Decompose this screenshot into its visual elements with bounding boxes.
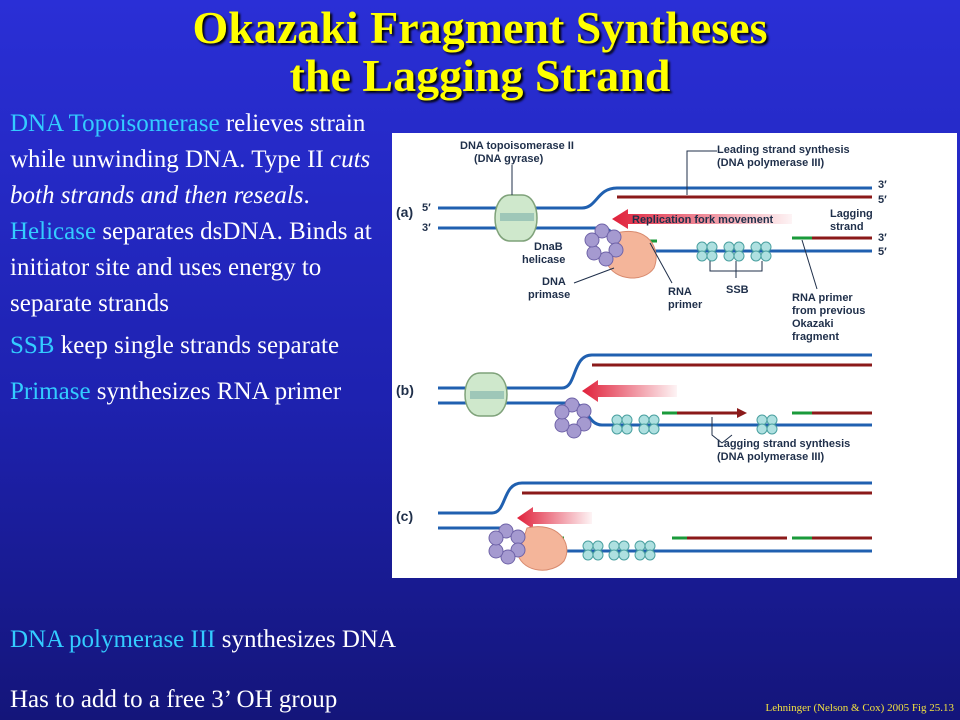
topoisomerase-term: DNA Topoisomerase xyxy=(10,110,220,137)
end-5-a1: 5′ xyxy=(422,202,431,214)
helicase-a xyxy=(584,223,624,267)
new-fragment-arrowhead-b xyxy=(737,408,747,418)
end-5-a3: 5′ xyxy=(878,246,887,258)
primase-term: Primase xyxy=(10,378,91,405)
primase-label-1: DNA xyxy=(542,276,566,288)
replication-figure: (a) 5′ 3′ 3′ 5′ 3′ 5′ Replication fork m… xyxy=(392,133,957,578)
ssb-proteins-b xyxy=(611,414,778,435)
primase-shape-a xyxy=(606,230,657,279)
page-title: Okazaki Fragment Syntheses the Lagging S… xyxy=(0,4,960,100)
polymerase-description: synthesizes DNA xyxy=(215,626,397,653)
rna-primer-label-2: primer xyxy=(668,299,703,311)
end-3-a1: 3′ xyxy=(422,222,431,234)
rna-primer-label-1: RNA xyxy=(668,286,692,298)
gyrase-core-a xyxy=(500,213,534,221)
description-text: DNA Topoisomerase relieves strain while … xyxy=(10,106,380,410)
gyrase-label-2: (DNA gyrase) xyxy=(474,153,544,165)
helicase-paragraph: Helicase separates dsDNA. Binds at initi… xyxy=(10,214,380,322)
leading-leader xyxy=(686,150,717,195)
primase-shape-c xyxy=(517,526,568,571)
topoisomerase-end: . xyxy=(303,182,310,209)
helicase-term: Helicase xyxy=(10,218,97,245)
helicase-b xyxy=(554,397,592,439)
leading-template-a xyxy=(581,186,872,210)
polymerase-line: DNA polymerase III synthesizes DNA xyxy=(10,624,396,656)
panel-b-label: (b) xyxy=(396,382,414,398)
ssb-description: keep single strands separate xyxy=(54,332,340,359)
replication-fork-arrow-c xyxy=(517,507,592,529)
dnab-label-2: helicase xyxy=(522,254,565,266)
replication-fork-label: Replication fork movement xyxy=(632,214,774,226)
gyrase-core-b xyxy=(470,391,504,399)
primase-leader xyxy=(573,267,615,284)
figure-credit: Lehninger (Nelson & Cox) 2005 Fig 25.13 xyxy=(765,702,954,714)
lagsynth-label-1: Lagging strand synthesis xyxy=(717,438,850,450)
leading-template-c xyxy=(491,481,872,515)
primase-label-2: primase xyxy=(528,289,570,301)
free-oh-line: Has to add to a free 3’ OH group xyxy=(10,686,338,713)
topoisomerase-paragraph: DNA Topoisomerase relieves strain while … xyxy=(10,106,380,214)
ssb-paragraph: SSB keep single strands separate xyxy=(10,328,340,364)
lagging-label-1: Lagging xyxy=(830,208,873,220)
rna-primer-leader xyxy=(649,242,673,284)
lagsynth-leader xyxy=(711,417,733,444)
primase-description: synthesizes RNA primer xyxy=(90,378,342,405)
replication-fork-arrow-b xyxy=(582,380,677,402)
leading-template-b xyxy=(561,353,872,390)
ssb-proteins-c xyxy=(582,540,656,561)
leading-label-1: Leading strand synthesis xyxy=(717,144,850,156)
title-line-1: Okazaki Fragment Syntheses xyxy=(192,2,768,53)
helicase-description: separates dsDNA. Binds at initiator site… xyxy=(10,218,372,317)
end-3-a2: 3′ xyxy=(878,179,887,191)
topoisomerase-description: relieves strain while unwinding DNA. Typ… xyxy=(10,110,366,173)
lagsynth-label-2: (DNA polymerase III) xyxy=(717,451,825,463)
prev-label-4: fragment xyxy=(792,331,839,343)
prev-label-1: RNA primer xyxy=(792,292,853,304)
ssb-term: SSB xyxy=(10,332,55,359)
leading-label-2: (DNA polymerase III) xyxy=(717,157,825,169)
replication-diagram: (a) 5′ 3′ 3′ 5′ 3′ 5′ Replication fork m… xyxy=(396,140,887,571)
polymerase-term: DNA polymerase III xyxy=(10,626,216,653)
primase-paragraph: Primase synthesizes RNA primer xyxy=(10,374,355,410)
prev-label-3: Okazaki xyxy=(792,318,834,330)
helicase-c xyxy=(488,523,526,565)
ssb-proteins-a xyxy=(696,241,772,262)
end-5-a2: 5′ xyxy=(878,194,887,206)
topoisomerase-italic: cuts both strands and then reseals xyxy=(10,146,371,209)
replication-fork-arrow-a xyxy=(612,209,792,229)
lagging-label-2: strand xyxy=(830,221,864,233)
ssb-label: SSB xyxy=(726,284,749,296)
gyrase-label-1: DNA topoisomerase II xyxy=(460,140,574,152)
panel-b: (b) Lagging strand synthesis (DNA polyme… xyxy=(396,353,872,463)
dnab-label-1: DnaB xyxy=(534,241,563,253)
panel-c-label: (c) xyxy=(396,508,413,524)
prev-primer-leader xyxy=(801,239,818,290)
panel-a-label: (a) xyxy=(396,204,413,220)
end-3-a3: 3′ xyxy=(878,232,887,244)
panel-c: (c) xyxy=(396,481,872,571)
panel-a: (a) 5′ 3′ 3′ 5′ 3′ 5′ Replication fork m… xyxy=(396,140,887,343)
title-line-2: the Lagging Strand xyxy=(289,50,671,101)
prev-label-2: from previous xyxy=(792,305,865,317)
